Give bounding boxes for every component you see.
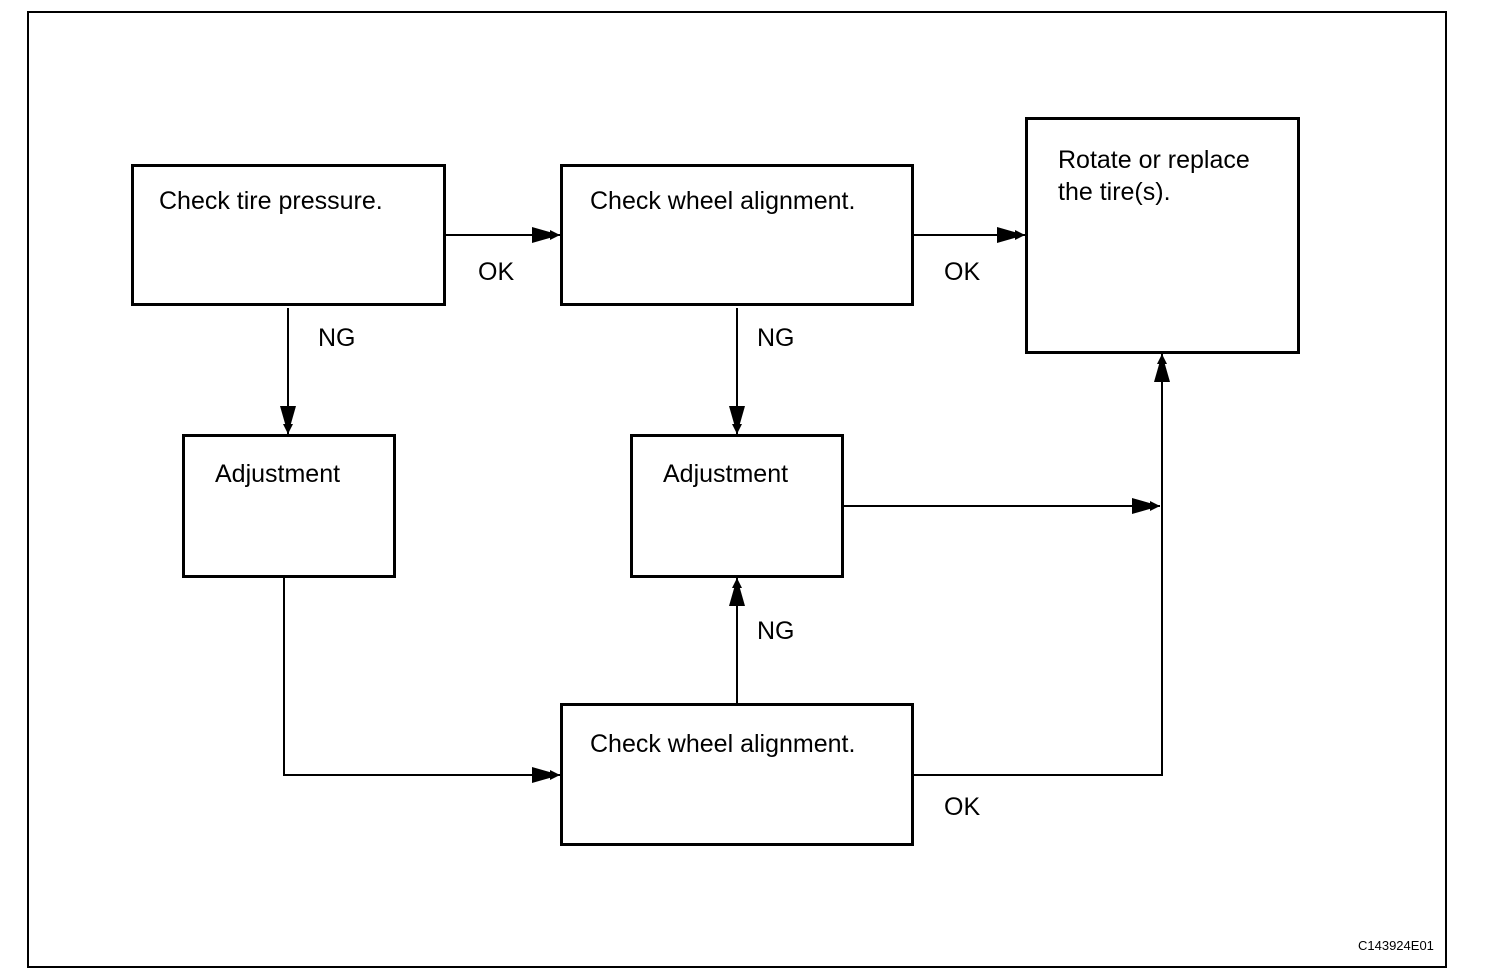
adjustment-middle-text: Adjustment: [663, 460, 789, 488]
ok-label-pressure: OK: [478, 258, 515, 286]
ok-label-alignment-top: OK: [944, 258, 981, 286]
ng-label-alignment-bottom: NG: [757, 617, 795, 645]
ok-label-alignment-bottom: OK: [944, 793, 981, 821]
arrow-bottom-check-to-rotate: [912, 354, 1167, 776]
check-wheel-alignment-bottom-text: Check wheel alignment.: [590, 730, 856, 758]
check-wheel-alignment-bottom-box: Check wheel alignment.: [560, 703, 914, 846]
adjustment-middle-box: Adjustment: [630, 434, 844, 578]
rotate-replace-text: Rotate or replace the tire(s).: [1058, 146, 1250, 206]
adjustment-left-box: Adjustment: [182, 434, 396, 578]
check-wheel-alignment-top-box: Check wheel alignment.: [560, 164, 914, 306]
check-tire-pressure-text: Check tire pressure.: [159, 187, 383, 215]
adjustment-left-text: Adjustment: [215, 460, 341, 488]
check-tire-pressure-box: Check tire pressure.: [131, 164, 446, 306]
arrow-adjustment-to-bottom-check: [283, 578, 560, 780]
figure-code: C143924E01: [1358, 938, 1434, 953]
rotate-replace-box: Rotate or replace the tire(s).: [1025, 117, 1300, 354]
ng-label-pressure: NG: [318, 324, 356, 352]
check-wheel-alignment-top-text: Check wheel alignment.: [590, 187, 856, 215]
diagram-frame: [27, 11, 1447, 968]
ng-label-alignment-top: NG: [757, 324, 795, 352]
